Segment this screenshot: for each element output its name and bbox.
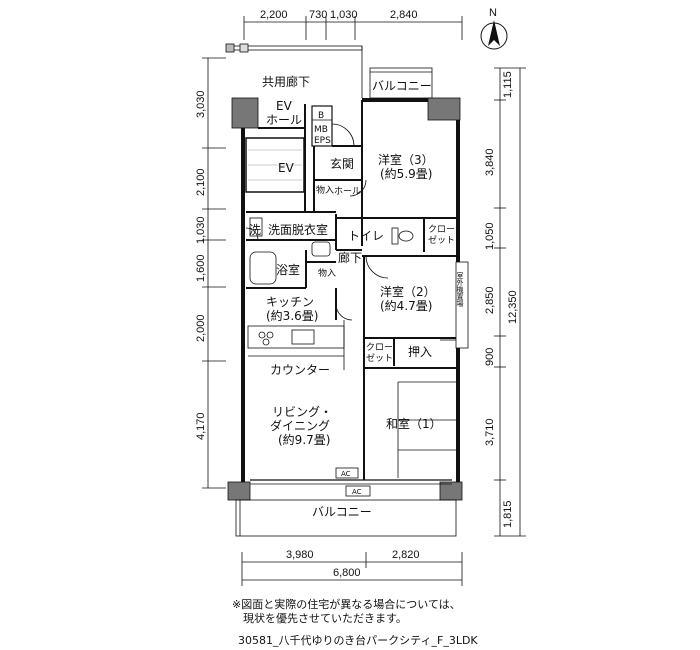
columns — [227, 97, 463, 501]
dim-right-6: 3,710 — [484, 418, 496, 446]
ac-units — [335, 467, 371, 497]
balcony-bottom — [235, 499, 457, 537]
living-label-2: ダイニング — [270, 418, 330, 433]
dim-bottom-2: 2,820 — [392, 549, 420, 561]
dim-left-1: 3,030 — [195, 90, 207, 118]
interior-walls — [245, 100, 458, 480]
north-arrow-icon — [480, 20, 508, 50]
mb-label: MB — [314, 125, 328, 135]
right-dimensions — [494, 67, 526, 537]
dim-left-3: 1,030 — [195, 216, 207, 244]
bottom-dimensions — [241, 552, 463, 586]
eps-label: EPS — [314, 136, 331, 146]
living-size: (約9.7畳) — [278, 432, 330, 447]
dim-top-4: 2,840 — [390, 9, 418, 21]
dim-right-1: 1,115 — [502, 71, 514, 98]
dim-right-4: 2,850 — [484, 286, 496, 314]
disclaimer-line-1: ※図面と実際の住宅が異なる場合については、 — [232, 598, 461, 611]
monoire-label: 物入 — [316, 184, 334, 196]
dim-top-3: 1,030 — [330, 9, 358, 21]
dim-left-5: 2,000 — [195, 314, 207, 342]
dim-right-2: 3,840 — [484, 148, 496, 176]
balcony-top-label: バルコニー — [372, 79, 432, 93]
yokushitsu-label: 浴室 — [276, 262, 300, 277]
ev-hall-label-2: ホール — [266, 113, 302, 127]
youshitsu2-label: 洋室（2） — [380, 284, 436, 299]
dim-left-4: 1,600 — [195, 254, 207, 282]
dim-right-3: 1,050 — [484, 222, 496, 250]
genkan-label: 玄関 — [330, 156, 354, 171]
ev-hall-label-1: EV — [276, 99, 293, 113]
dim-bottom-1: 3,980 — [286, 549, 314, 561]
ev-label: EV — [278, 161, 295, 175]
caption: 30581_八千代ゆりのき台パークシティ_F_3LDK — [238, 634, 478, 647]
ev-shaft-pattern — [248, 149, 302, 181]
dim-left-6: 4,170 — [195, 412, 207, 440]
living-label-1: リビング・ — [272, 405, 332, 419]
dim-right-total: 12,350 — [507, 290, 519, 324]
sen-label: 洗 — [249, 223, 261, 237]
youshitsu2-size: (約4.7畳) — [380, 298, 432, 313]
hall-label: ホール — [334, 186, 361, 197]
b-label: B — [318, 111, 324, 121]
dim-bottom-total: 6,800 — [333, 567, 361, 579]
youshitsu3-label: 洋室（3） — [378, 152, 434, 167]
counter-label: カウンター — [270, 363, 330, 377]
left-dimensions — [202, 57, 226, 489]
closet2-label: クローゼット — [366, 342, 393, 364]
details — [245, 119, 469, 485]
balcony-bottom-label: バルコニー — [312, 505, 372, 519]
dim-top-1: 2,200 — [260, 9, 288, 21]
closet-label: クローゼット — [428, 224, 455, 246]
corridor-railing — [225, 43, 363, 98]
dim-left-2: 2,100 — [195, 168, 207, 196]
washitsu-label: 和室（1） — [386, 416, 442, 431]
kitchen-label: キッチン — [266, 295, 314, 309]
toilet-label: トイレ — [348, 229, 384, 243]
corridor-label: 共用廊下 — [262, 74, 310, 89]
oshiire-label: 押入 — [408, 345, 432, 359]
top-dimensions — [243, 16, 463, 40]
kitchen-size: (約3.6畳) — [266, 308, 318, 323]
ac-label-1: AC — [341, 470, 351, 478]
north-label: N — [489, 7, 497, 19]
dim-right-5: 900 — [484, 348, 496, 366]
ac-label-2: AC — [352, 488, 362, 496]
youshitsu3-size: (約5.9畳) — [380, 166, 432, 181]
dim-right-7: 1,815 — [502, 500, 514, 528]
monoire-small-label: 物入 — [318, 267, 336, 279]
dim-top-2: 730 — [309, 9, 327, 21]
senmen-label: 洗面脱衣室 — [268, 222, 328, 237]
disclaimer-line-2: 現状を優先させていただきます。 — [232, 612, 407, 625]
roka-label: 廊下 — [338, 250, 362, 265]
shitsugai-label: 室外機置場 — [456, 271, 464, 308]
